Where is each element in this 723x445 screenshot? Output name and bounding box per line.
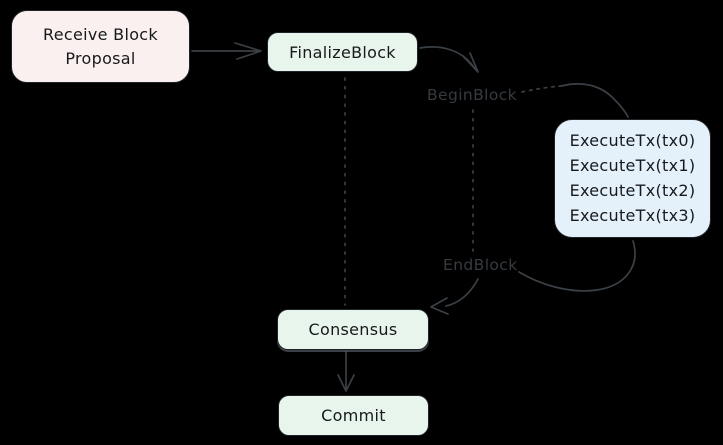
arrow-endblock-to-consensus-head [430, 297, 449, 315]
arrow-receive-to-finalize-head [234, 42, 262, 60]
arrow-endblock-to-consensus [445, 278, 479, 307]
curve-beginblock-to-execute [560, 83, 629, 118]
arrow-consensus-to-commit-head [337, 374, 355, 392]
execute-tx-line-1: ExecuteTx(tx1) [569, 156, 696, 175]
arrow-finalize-to-beginblock-head [462, 52, 479, 73]
label-end-block: EndBlock [443, 256, 518, 274]
curve-execute-to-endblock [518, 240, 636, 292]
execute-tx-line-2: ExecuteTx(tx2) [569, 181, 696, 200]
curve-beginblock-to-execute-lead [521, 85, 562, 93]
node-consensus: Consensus [277, 309, 429, 350]
node-execute-tx: ExecuteTx(tx0) ExecuteTx(tx1) ExecuteTx(… [554, 119, 711, 238]
node-finalize-block: FinalizeBlock [267, 32, 418, 72]
arrow-finalize-to-beginblock [419, 46, 478, 72]
execute-tx-line-0: ExecuteTx(tx0) [569, 131, 696, 150]
execute-tx-line-3: ExecuteTx(tx3) [569, 206, 696, 225]
node-commit: Commit [278, 395, 429, 436]
node-receive-block-proposal: Receive Block Proposal [11, 10, 190, 83]
label-begin-block: BeginBlock [427, 86, 518, 104]
